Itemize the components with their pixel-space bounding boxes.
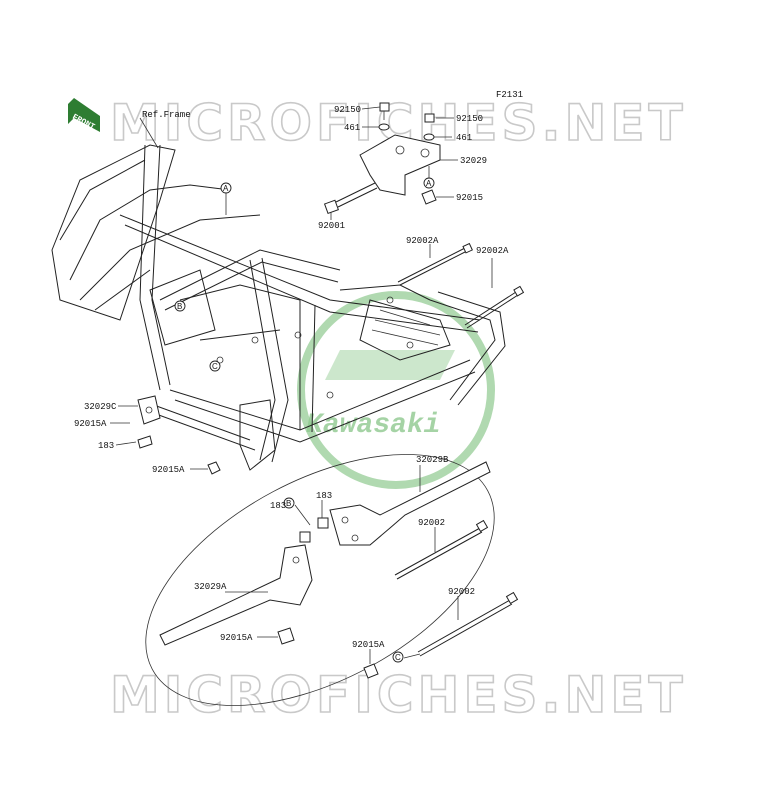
- label-92015a-2: 92015A: [152, 465, 185, 475]
- washer-461-left: [378, 123, 390, 131]
- svg-text:C: C: [212, 362, 218, 371]
- label-92002-1: 92002: [418, 518, 445, 528]
- label-92015a-1: 92015A: [74, 419, 107, 429]
- bolt-183-detail-2: [299, 531, 311, 543]
- bolt-92002a-2: [464, 285, 525, 329]
- washer-461-right: [423, 133, 435, 141]
- label-183-3: 183: [270, 501, 286, 511]
- label-92015a-4: 92015A: [352, 640, 385, 650]
- bolt-92150-right: [424, 113, 435, 123]
- bolt-92002-lower: [417, 591, 519, 657]
- label-32029a: 32029A: [194, 582, 227, 592]
- label-92015a-3: 92015A: [220, 633, 253, 643]
- nut-92015-top: [421, 189, 437, 205]
- bolt-183-detail-1: [317, 517, 329, 529]
- nut-92015a-detail-1: [277, 627, 295, 645]
- svg-text:C: C: [395, 653, 401, 662]
- bracket-32029-top: [359, 134, 441, 196]
- label-92150-left: 92150: [334, 105, 361, 115]
- bracket-32029b: [329, 461, 491, 546]
- figure-code: F2131: [496, 90, 523, 100]
- label-183-2: 183: [316, 491, 332, 501]
- svg-text:Kawasaki: Kawasaki: [306, 410, 440, 441]
- bolt-183-left: [137, 435, 153, 449]
- label-32029b: 32029B: [416, 455, 449, 465]
- label-92002-2: 92002: [448, 587, 475, 597]
- kawasaki-logo: Kawasaki: [297, 291, 495, 489]
- bolt-92002-upper: [394, 519, 489, 580]
- label-461-left: 461: [344, 123, 360, 133]
- label-183-1: 183: [98, 441, 114, 451]
- frame-drawing: [51, 144, 506, 471]
- label-ref-frame: Ref.Frame: [142, 110, 191, 120]
- label-92002a-1: 92002A: [406, 236, 439, 246]
- bolt-92002a-1: [397, 242, 473, 286]
- callout-a-top: A: [423, 177, 435, 189]
- callout-c-frame: C: [209, 360, 221, 372]
- callout-b-detail: B: [283, 497, 295, 509]
- bracket-32029a: [159, 544, 313, 646]
- svg-text:B: B: [177, 302, 182, 311]
- svg-text:A: A: [426, 179, 432, 188]
- label-32029c: 32029C: [84, 402, 117, 412]
- nut-92015a-detail-2: [363, 663, 379, 679]
- svg-text:B: B: [286, 499, 291, 508]
- bracket-32029c: [137, 395, 161, 425]
- svg-text:A: A: [223, 184, 229, 193]
- bolt-92001: [323, 182, 378, 215]
- watermark-bottom: MICROFICHES.NET: [110, 666, 687, 724]
- label-92150-right: 92150: [456, 114, 483, 124]
- leader-lines: [110, 106, 493, 664]
- front-arrow-icon: FRONT: [68, 98, 100, 132]
- label-92002a-2: 92002A: [476, 246, 509, 256]
- label-92015: 92015: [456, 193, 483, 203]
- callout-b-frame: B: [174, 300, 186, 312]
- callout-a-frame: A: [220, 182, 232, 215]
- label-461-right: 461: [456, 133, 472, 143]
- callout-c-detail: C: [392, 651, 404, 663]
- label-32029: 32029: [460, 156, 487, 166]
- label-92001: 92001: [318, 221, 345, 231]
- nut-92015a-left: [207, 461, 221, 475]
